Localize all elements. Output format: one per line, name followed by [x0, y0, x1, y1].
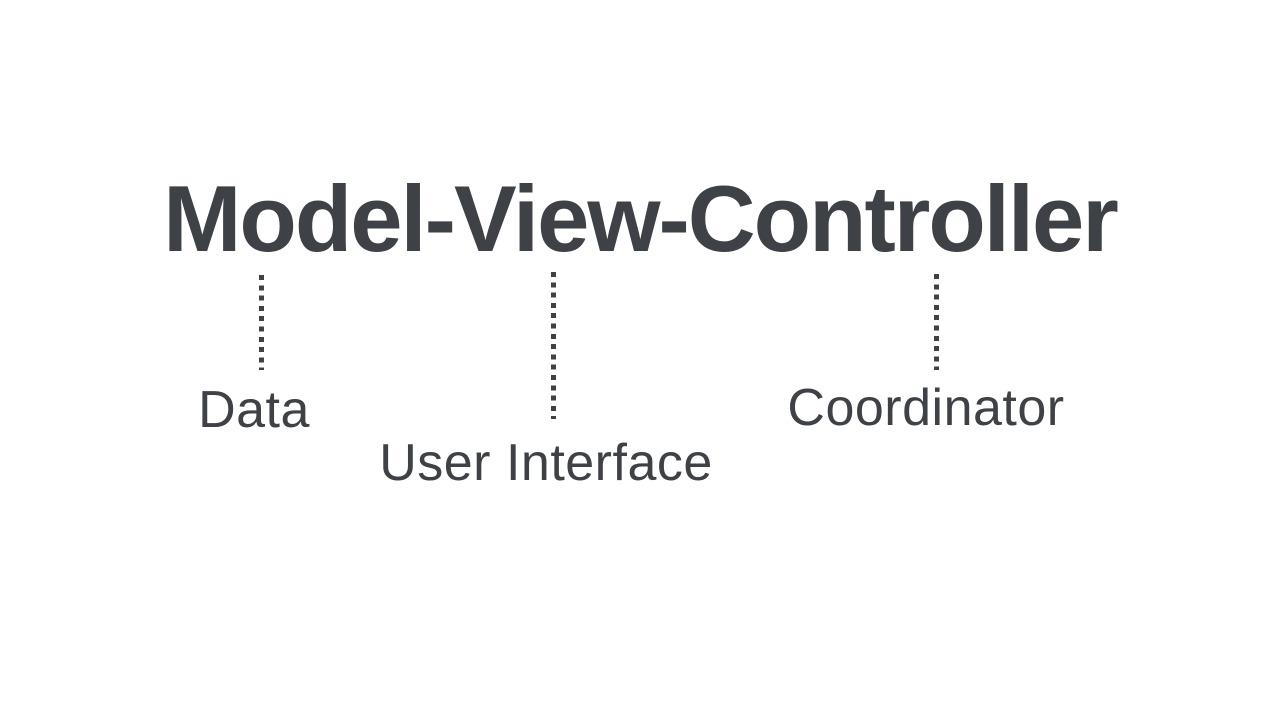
view-annotation-label: User Interface — [379, 434, 713, 492]
controller-annotation-label: Coordinator — [787, 379, 1065, 437]
model-annotation-label: Data — [198, 381, 310, 439]
controller-connector-dotted-line — [934, 274, 939, 370]
model-connector-dotted-line — [259, 275, 264, 370]
diagram-title: Model-View-Controller — [163, 166, 1119, 271]
view-connector-dotted-line — [551, 272, 556, 419]
